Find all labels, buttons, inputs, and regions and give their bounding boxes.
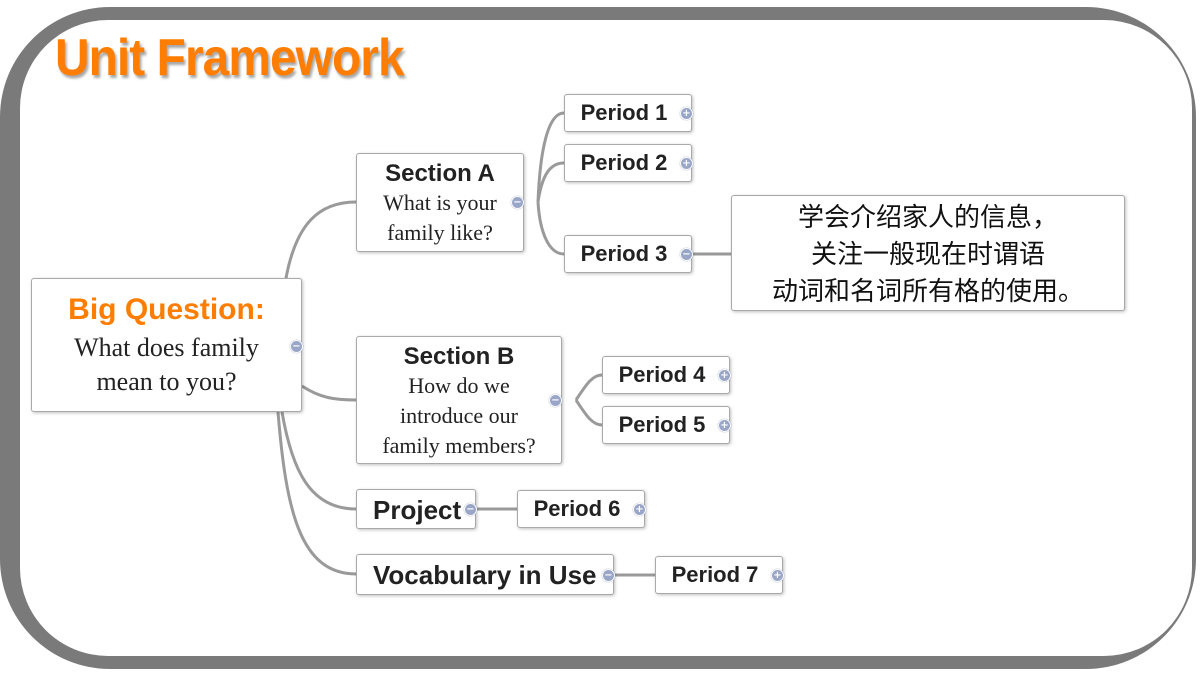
period-6-node[interactable]: Period 6 (517, 490, 645, 528)
section-a-line1: What is your (383, 190, 497, 215)
connector-a-period2 (536, 161, 565, 203)
plus-icon[interactable]: + (771, 569, 784, 582)
section-b-heading: Section B (403, 343, 515, 370)
note-line1: 学会介绍家人的信息， (797, 203, 1058, 233)
minus-icon[interactable]: − (511, 196, 524, 209)
note-line3: 动词和名词所有格的使用。 (771, 277, 1084, 307)
minus-icon[interactable]: − (290, 340, 303, 353)
period-3-label: Period 3 (580, 241, 668, 266)
minus-icon[interactable]: − (549, 394, 562, 407)
connector-b-period5 (574, 399, 603, 427)
period-4-label: Period 4 (618, 362, 706, 387)
big-question-node[interactable]: Big Question: What does family mean to y… (31, 278, 302, 412)
plus-icon[interactable]: + (718, 369, 731, 382)
connector-root-project (280, 411, 357, 511)
section-b-node[interactable]: Section B How do we introduce our family… (356, 336, 562, 464)
plus-icon[interactable]: + (680, 157, 693, 170)
period-1-label: Period 1 (580, 100, 668, 125)
section-a-line2: family like? (387, 220, 493, 245)
big-question-line2: mean to you? (96, 367, 237, 396)
period-5-label: Period 5 (618, 412, 706, 437)
section-b-line1: How do we (408, 373, 510, 398)
section-b-line3: family members? (382, 433, 536, 458)
minus-icon[interactable]: − (680, 248, 693, 261)
minus-icon[interactable]: − (602, 569, 615, 582)
plus-icon[interactable]: + (633, 503, 646, 516)
period-7-node[interactable]: Period 7 (655, 556, 783, 594)
plus-icon[interactable]: + (718, 419, 731, 432)
project-label: Project (373, 495, 462, 525)
connector-root-section-a (284, 200, 357, 279)
project-node[interactable]: Project (356, 489, 476, 529)
period-3-node[interactable]: Period 3 (564, 235, 692, 273)
period-1-node[interactable]: Period 1 (564, 94, 692, 132)
period-3-note: 学会介绍家人的信息， 关注一般现在时谓语 动词和名词所有格的使用。 (731, 195, 1125, 311)
section-a-heading: Section A (385, 160, 495, 187)
note-line2: 关注一般现在时谓语 (810, 240, 1045, 270)
period-5-node[interactable]: Period 5 (602, 406, 730, 444)
minus-icon[interactable]: − (464, 503, 477, 516)
section-b-line2: introduce our (400, 403, 518, 428)
period-6-label: Period 6 (533, 496, 621, 521)
vocab-label: Vocabulary in Use (373, 560, 597, 590)
connector-b-period4 (574, 373, 603, 401)
period-2-label: Period 2 (580, 150, 668, 175)
period-4-node[interactable]: Period 4 (602, 356, 730, 394)
period-2-node[interactable]: Period 2 (564, 144, 692, 182)
connector-root-vocab (276, 411, 357, 576)
vocab-node[interactable]: Vocabulary in Use (356, 554, 614, 595)
plus-icon[interactable]: + (680, 107, 693, 120)
connector-root-section-b (301, 384, 357, 402)
connector-a-period3 (536, 201, 565, 256)
page-title: Unit Framework (55, 29, 405, 87)
connector-a-period1 (536, 111, 565, 203)
section-a-node[interactable]: Section A What is your family like? (356, 153, 524, 252)
big-question-heading: Big Question: (68, 293, 265, 326)
period-7-label: Period 7 (671, 562, 759, 587)
big-question-line1: What does family (74, 333, 259, 362)
